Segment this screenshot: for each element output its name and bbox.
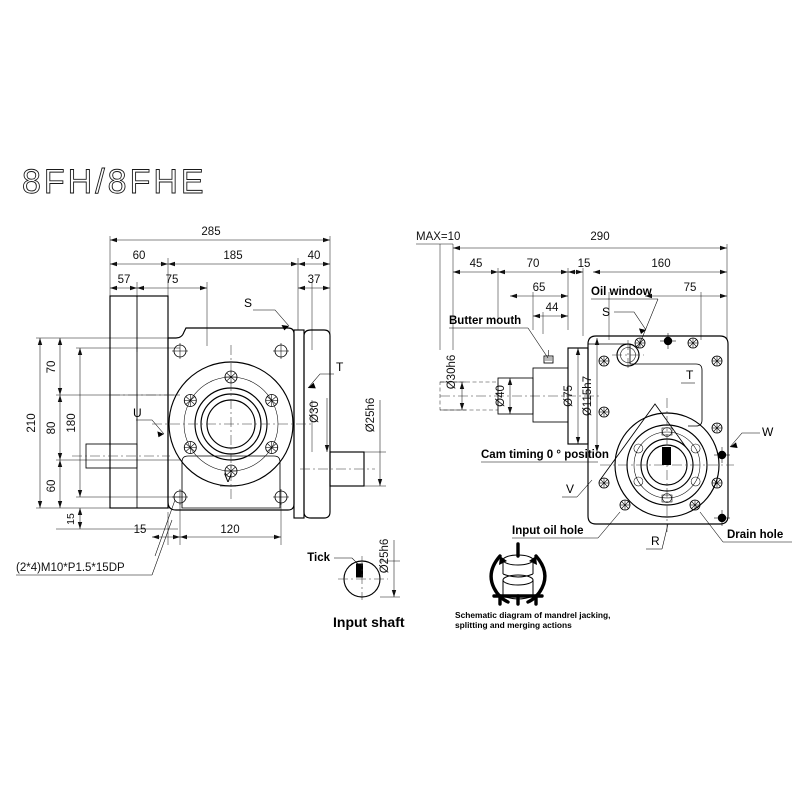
output-boss-body — [303, 329, 331, 519]
dim-dia30: Ø30 — [309, 401, 321, 423]
dim-15-h: 15 — [134, 524, 147, 536]
dim-120: 120 — [220, 524, 239, 536]
label-tick: Tick — [307, 552, 330, 564]
dim-max10: MAX=10 — [416, 231, 460, 243]
dim-60: 60 — [133, 250, 146, 262]
callout-butter-mouth: Butter mouth — [449, 315, 521, 327]
output-flange-circles — [152, 345, 312, 500]
dim-210: 210 — [26, 413, 38, 432]
dim-dia40: Ø40 — [495, 385, 507, 407]
grease-fitting-icon — [543, 350, 554, 364]
callout-U-left: U — [133, 406, 142, 420]
callout-cam-timing: Cam timing 0 ° position — [481, 449, 609, 461]
drawing-title: 8FH/8FHE — [22, 163, 207, 201]
left-view-side-dimensions: 210 70 80 60 180 15 — [26, 337, 180, 530]
callout-input-oil-hole: Input oil hole — [512, 525, 584, 537]
dim-15-v: 15 — [65, 513, 77, 525]
dim-45: 45 — [470, 258, 483, 270]
right-view-geometry — [439, 333, 734, 532]
callout-S-right: S — [602, 305, 610, 319]
dim-80: 80 — [46, 422, 58, 435]
right-view-diameters: Ø30h6 Ø40 Ø75 Ø115h7 — [440, 338, 600, 452]
dim-180: 180 — [66, 413, 78, 432]
callout-W: W — [762, 425, 774, 439]
dim-70: 70 — [46, 361, 58, 374]
mandrel-caption-line2: splitting and merging actions — [455, 620, 572, 630]
right-view-callouts: Butter mouth Oil window S T V — [449, 286, 792, 550]
callout-S-left: S — [244, 296, 252, 310]
right-view-top-dimensions: MAX=10 290 45 70 15 160 — [416, 231, 728, 350]
dim-dia115h7: Ø115h7 — [582, 376, 594, 416]
dim-70: 70 — [527, 258, 540, 270]
oil-window-sight-glass — [612, 340, 644, 371]
left-view-geometry — [72, 295, 375, 519]
dim-40: 40 — [308, 250, 321, 262]
lower-housing-panel — [181, 455, 281, 509]
rear-corner-dowels — [660, 333, 730, 526]
left-view-top-dimensions: 285 60 185 40 57 75 — [109, 226, 331, 360]
dim-dia75: Ø75 — [563, 385, 575, 407]
dim-15-r: 15 — [578, 258, 591, 270]
callout-V-left: V — [224, 471, 232, 485]
dim-285: 285 — [201, 226, 220, 238]
dim-185: 185 — [223, 250, 242, 262]
callout-T-right: T — [686, 368, 694, 382]
left-view-callouts: S T U V Ø30 Ø25h6 — [133, 296, 386, 487]
right-view-group: MAX=10 290 45 70 15 160 — [416, 231, 792, 550]
callout-R: R — [651, 534, 660, 548]
mandrel-caption-line1: Schematic diagram of mandrel jacking, — [455, 610, 610, 620]
dim-dia25h6: Ø25h6 — [365, 398, 377, 433]
callout-drain-hole: Drain hole — [727, 529, 783, 541]
dim-75-r: 75 — [684, 282, 697, 294]
thread-note: (2*4)M10*P1.5*15DP — [16, 562, 125, 574]
rear-output-flange — [600, 398, 734, 532]
dim-65: 65 — [533, 282, 546, 294]
dim-290: 290 — [590, 231, 609, 243]
mandrel-schematic-group: Schematic diagram of mandrel jacking, sp… — [455, 542, 610, 630]
dim-input-dia25h6: Ø25h6 — [379, 539, 391, 574]
callout-T-left: T — [336, 360, 344, 374]
callout-V-right: V — [566, 482, 574, 496]
dim-37: 37 — [308, 274, 321, 286]
dim-dia30h6: Ø30h6 — [446, 355, 458, 390]
dim-57: 57 — [118, 274, 131, 286]
input-shaft-detail-group: Tick Ø25h6 Input shaft — [307, 539, 405, 630]
caption-input-shaft: Input shaft — [333, 614, 405, 630]
callout-oil-window: Oil window — [591, 286, 652, 298]
flange-keyway — [662, 447, 671, 465]
rear-housing-outline — [587, 335, 729, 525]
flange-bolt-holes — [183, 370, 279, 478]
dim-44: 44 — [546, 302, 559, 314]
left-view-group: 285 60 185 40 57 75 — [16, 226, 386, 576]
left-view-bottom-dimensions: 15 120 (2*4)M10*P1.5*15DP — [16, 499, 282, 576]
dim-60-v: 60 — [46, 480, 58, 493]
dim-75: 75 — [166, 274, 179, 286]
dim-160: 160 — [651, 258, 670, 270]
